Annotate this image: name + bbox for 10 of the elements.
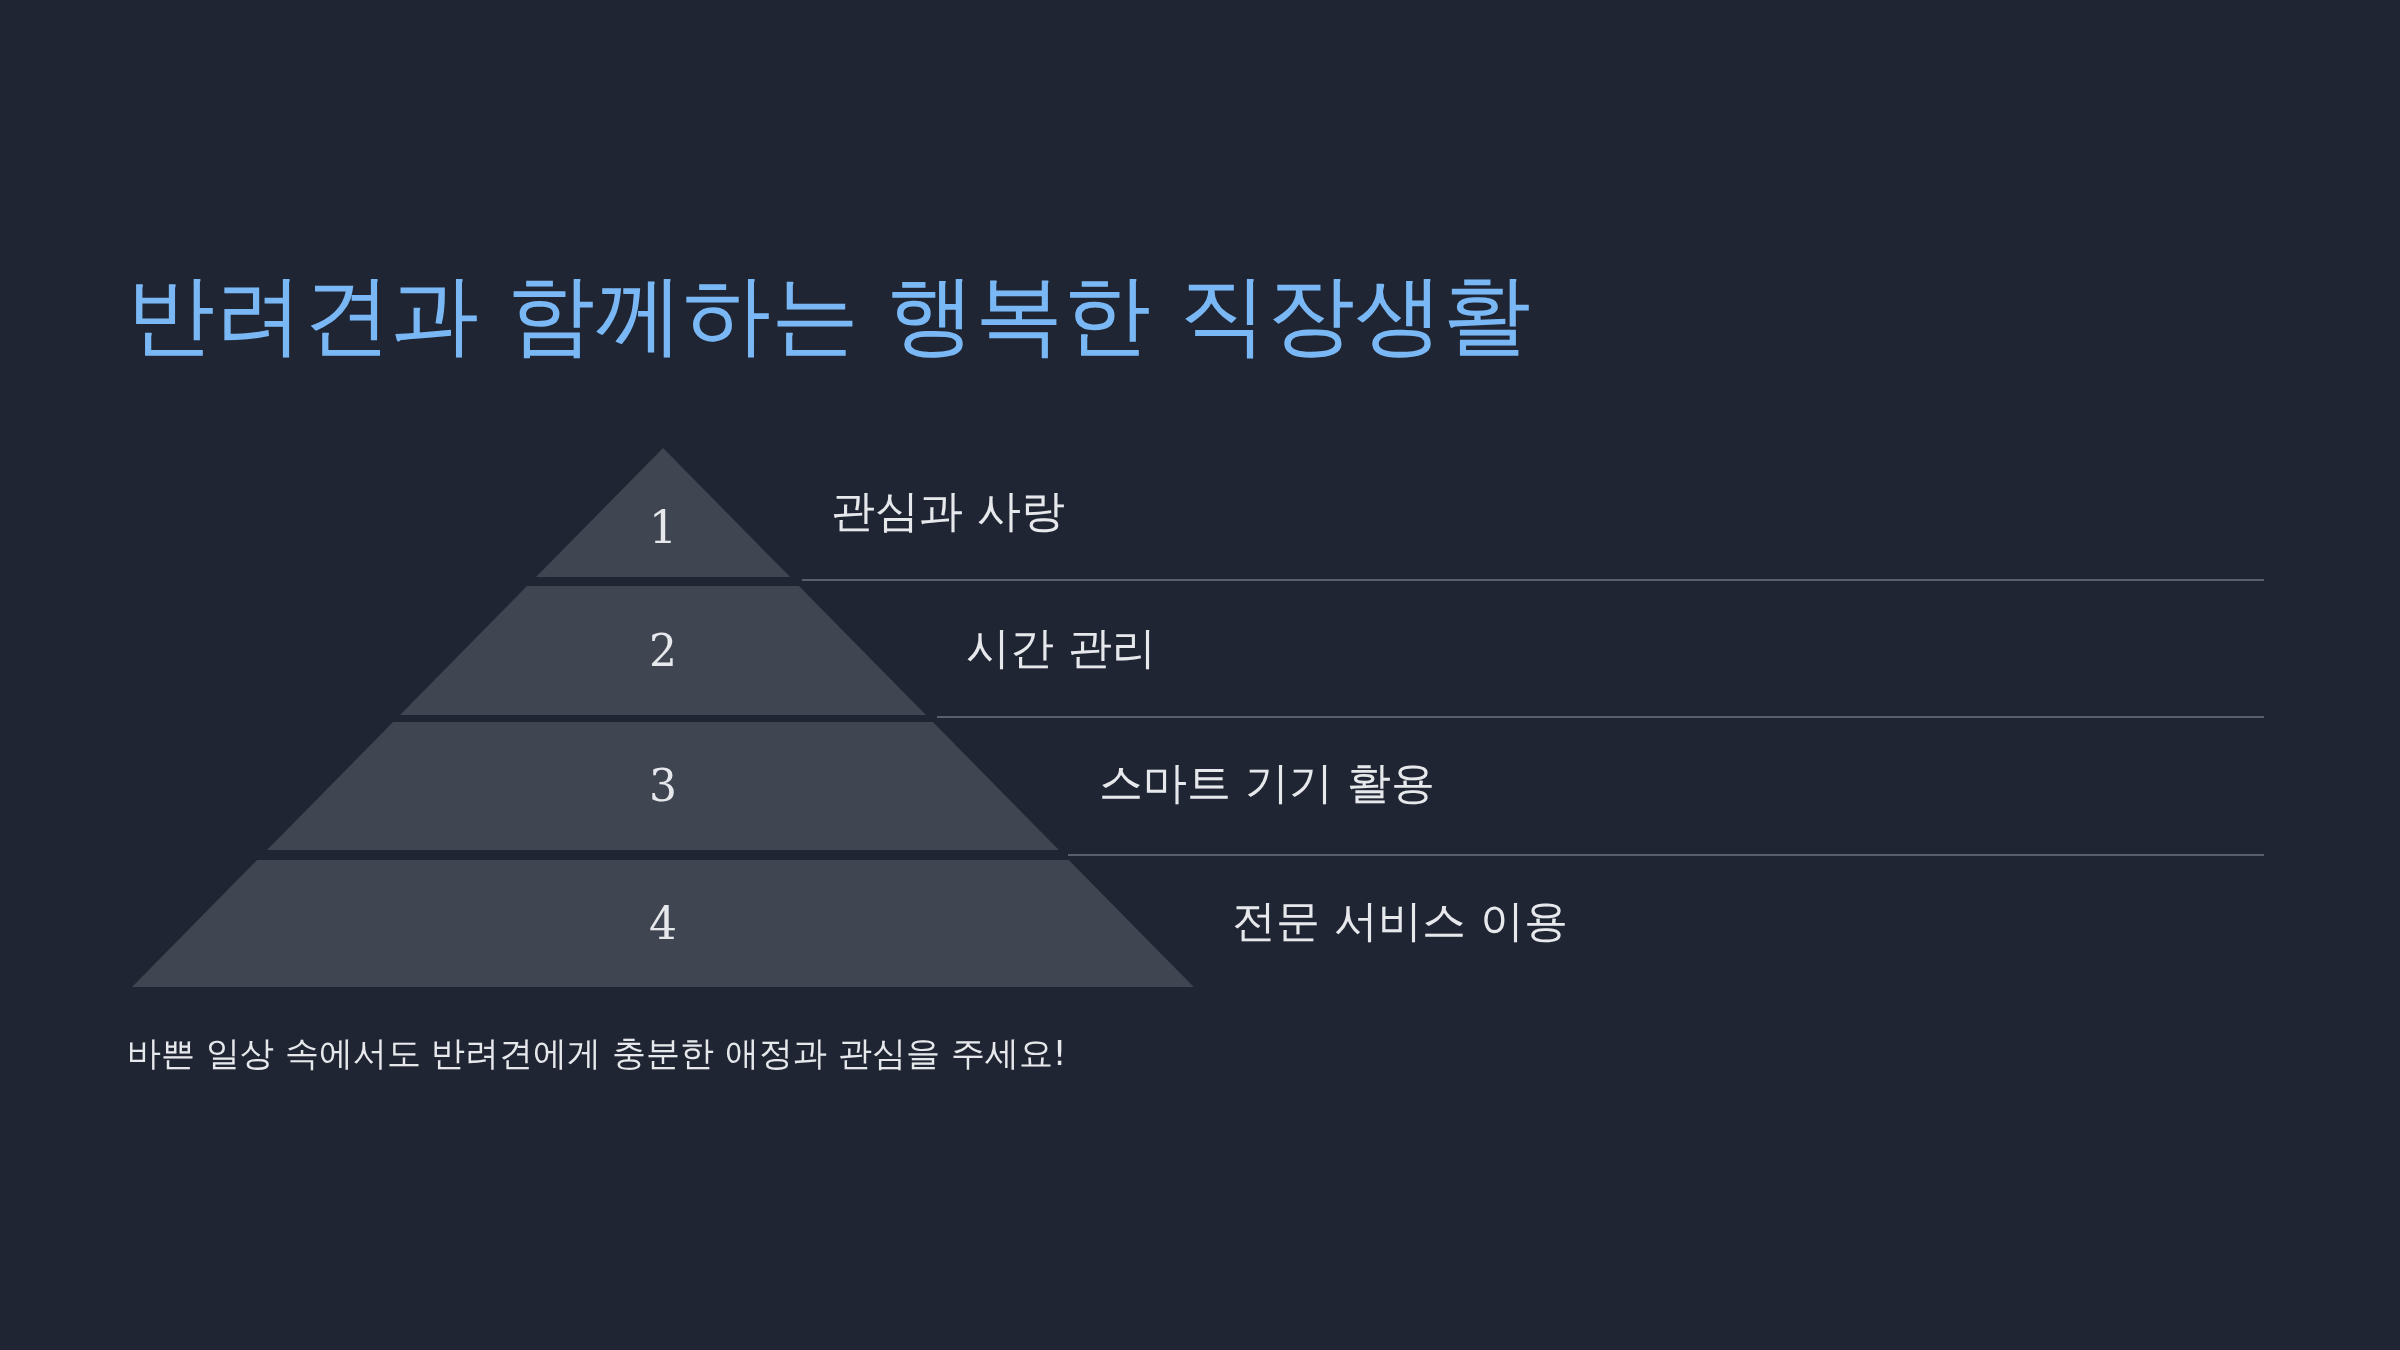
tier-label: 시간 관리	[966, 626, 1156, 670]
title: 반려견과 함께하는 행복한 직장생활	[127, 262, 1531, 368]
tier-number: 2	[648, 628, 678, 673]
tier-label: 관심과 사랑	[831, 489, 1065, 533]
tier-number: 3	[648, 764, 678, 808]
tier-label: 전문 서비스 이용	[1232, 899, 1568, 943]
tier-number: 4	[648, 901, 678, 946]
tier-number: 1	[648, 505, 678, 550]
tier-label: 스마트 기기 활용	[1099, 761, 1435, 805]
caption: 바쁜 일상 속에서도 반려견에게 충분한 애정과 관심을 주세요!	[127, 1033, 1067, 1074]
